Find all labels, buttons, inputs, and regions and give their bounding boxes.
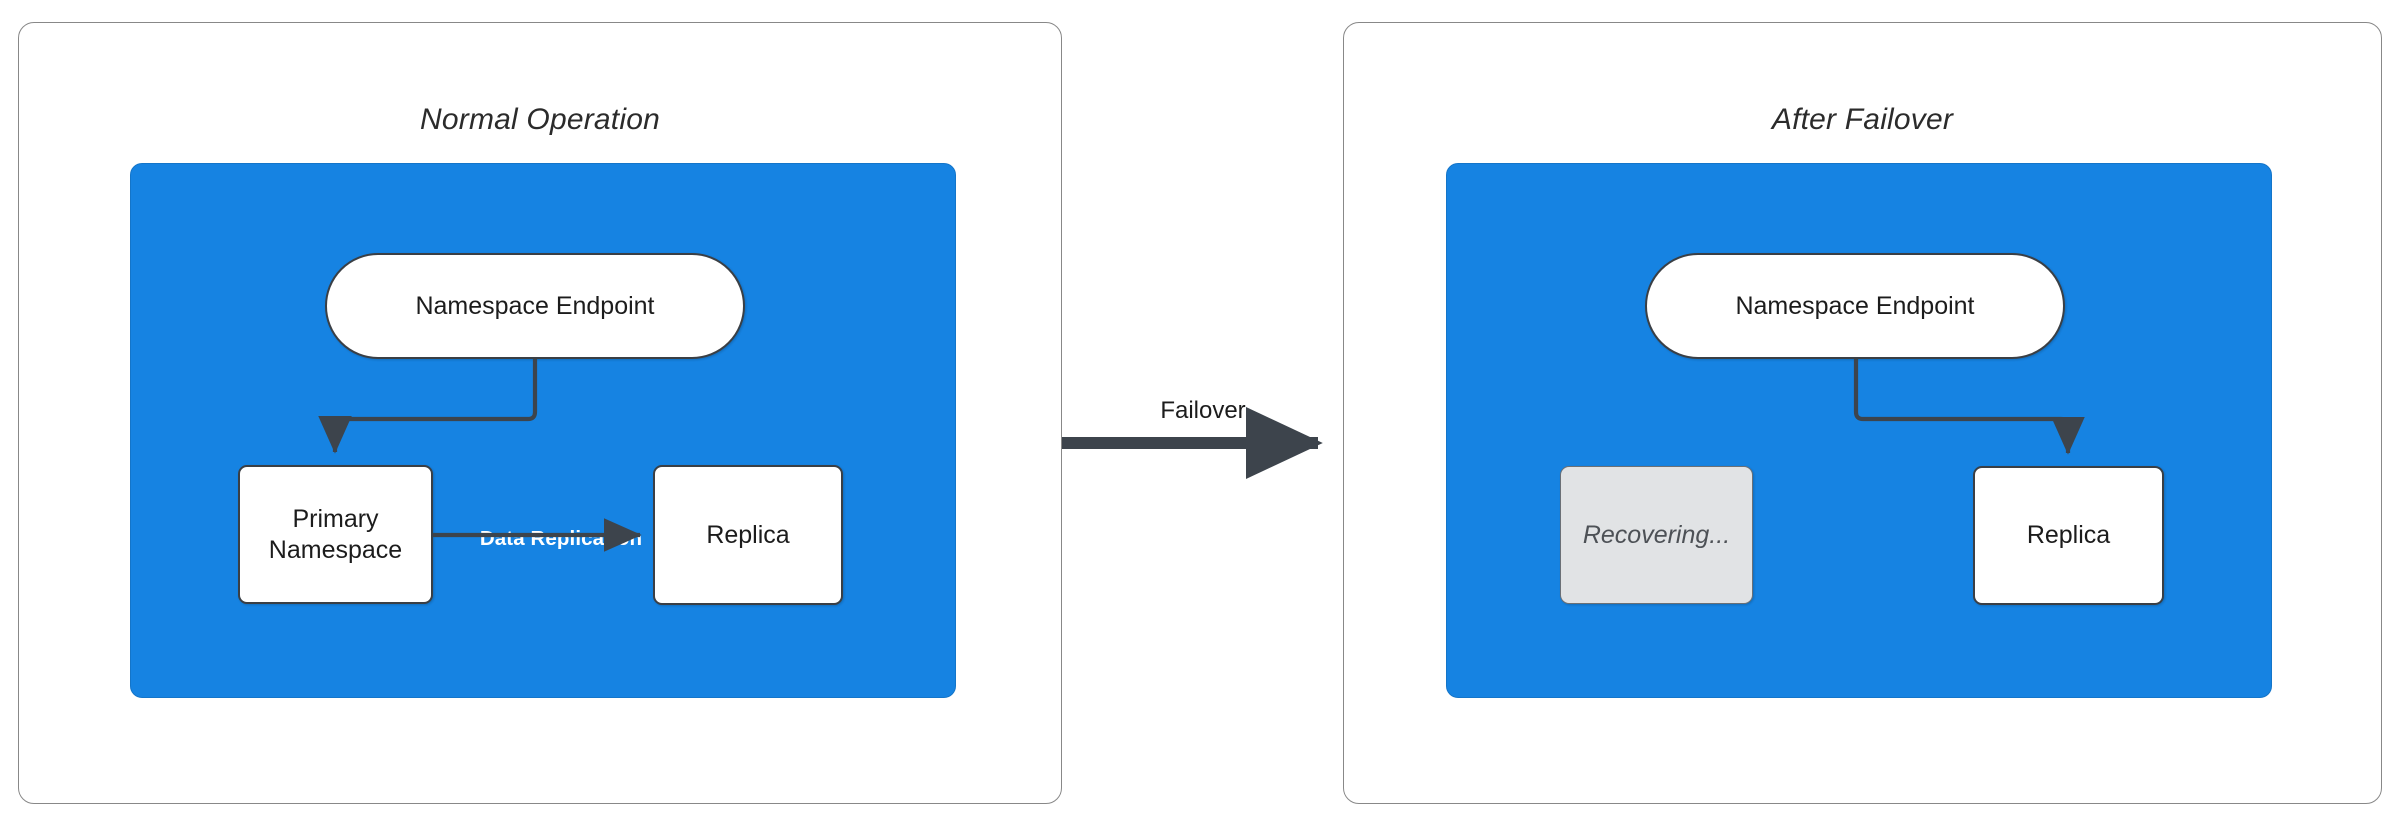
- node-namespace-endpoint-normal[interactable]: Namespace Endpoint: [325, 253, 745, 359]
- edge-label-failover: Failover: [1160, 397, 1246, 424]
- zone-failover-region: [1446, 163, 2272, 698]
- node-primary-namespace-label: Primary Namespace: [269, 504, 402, 566]
- primary-line-1: Primary: [292, 504, 379, 533]
- panel-normal-operation-title: Normal Operation: [420, 103, 660, 136]
- node-primary-namespace[interactable]: Primary Namespace: [238, 465, 433, 604]
- primary-line-2: Namespace: [268, 535, 403, 564]
- zone-primary-region: [130, 163, 956, 698]
- node-replica-failover[interactable]: Replica: [1973, 466, 2164, 605]
- node-replica-normal[interactable]: Replica: [653, 465, 843, 605]
- node-recovering[interactable]: Recovering...: [1560, 466, 1753, 604]
- panel-after-failover-title: After Failover: [1771, 103, 1954, 136]
- edge-label-data-replication: Data Replication: [479, 527, 643, 550]
- node-namespace-endpoint-failover[interactable]: Namespace Endpoint: [1645, 253, 2065, 359]
